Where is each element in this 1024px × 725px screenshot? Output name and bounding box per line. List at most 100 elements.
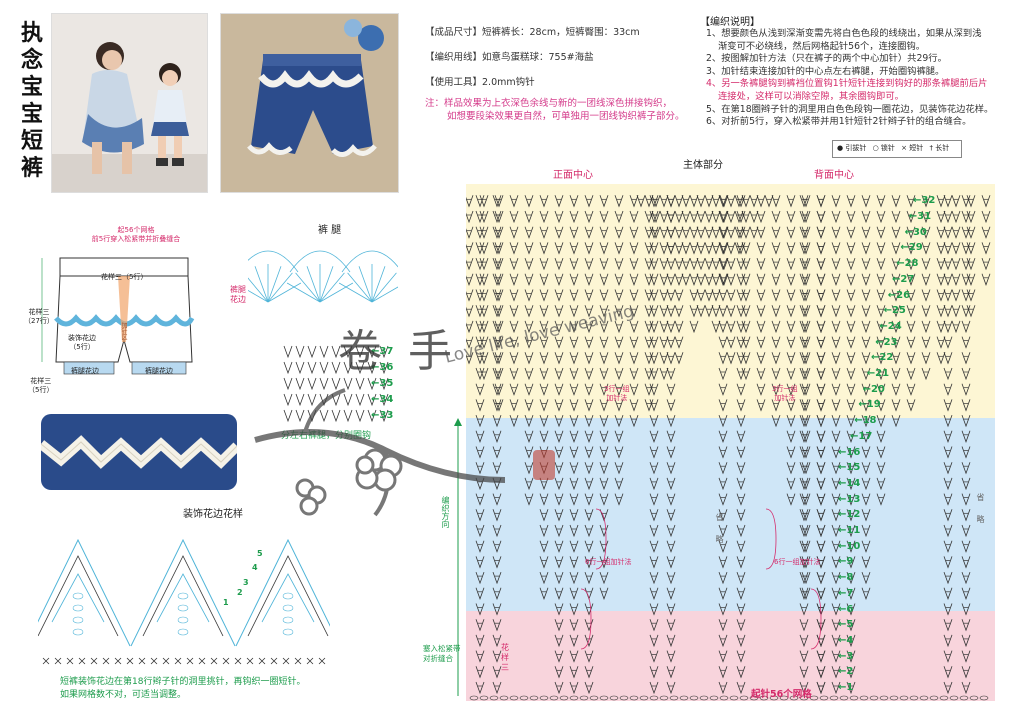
fan-stitch bbox=[831, 210, 841, 224]
fan-stitch bbox=[554, 509, 564, 522]
fan-stitch bbox=[771, 414, 781, 428]
dc-stitch bbox=[736, 681, 746, 695]
model-photo bbox=[51, 13, 208, 193]
fan-stitch bbox=[524, 399, 534, 412]
fan-stitch bbox=[711, 257, 721, 271]
fan-stitch bbox=[681, 257, 691, 271]
fan-stitch bbox=[891, 305, 901, 318]
fan-stitch bbox=[539, 305, 549, 318]
fan-stitch bbox=[539, 414, 549, 428]
dc-stitch bbox=[666, 367, 676, 381]
dc-stitch bbox=[718, 587, 728, 600]
note-line: 如想要段染效果更自然，可单独用一团线钩织裤子部分。 bbox=[447, 111, 685, 122]
fan-stitch bbox=[509, 257, 519, 271]
fan-stitch bbox=[696, 305, 706, 318]
fan-stitch bbox=[861, 383, 871, 396]
row-number: ←10 bbox=[838, 540, 861, 552]
fan-stitch bbox=[846, 367, 856, 381]
dc-icon: † bbox=[929, 144, 934, 152]
inc3-label-front: 3行一组 加针法 bbox=[604, 385, 629, 403]
fan-stitch bbox=[876, 336, 886, 349]
fan-stitch bbox=[599, 352, 609, 365]
dc-stitch bbox=[475, 650, 485, 663]
dc-stitch bbox=[475, 399, 485, 412]
fan-stitch bbox=[659, 289, 669, 302]
fan-stitch bbox=[479, 257, 489, 271]
fan-stitch bbox=[846, 320, 856, 334]
dc-stitch bbox=[718, 524, 728, 538]
fan-stitch bbox=[629, 367, 639, 381]
fan-stitch bbox=[711, 320, 721, 334]
fan-stitch bbox=[846, 509, 856, 522]
fan-stitch bbox=[569, 650, 579, 663]
fan-stitch bbox=[876, 430, 886, 443]
fan-stitch bbox=[584, 524, 594, 538]
fan-stitch bbox=[599, 273, 609, 286]
dc-stitch bbox=[816, 571, 826, 585]
dc-stitch bbox=[666, 414, 676, 428]
dc-stitch bbox=[943, 273, 953, 286]
dc-stitch bbox=[736, 430, 746, 443]
fan-stitch bbox=[861, 242, 871, 255]
fan-stitch bbox=[741, 289, 751, 302]
fan-stitch bbox=[816, 462, 826, 475]
fan-stitch bbox=[876, 242, 886, 255]
fan-stitch bbox=[876, 226, 886, 239]
fan-stitch bbox=[816, 336, 826, 349]
fan-stitch bbox=[569, 587, 579, 600]
fan-stitch bbox=[786, 383, 796, 396]
fan-stitch bbox=[861, 305, 871, 318]
title-char: 裤 bbox=[20, 155, 43, 181]
fan-stitch bbox=[846, 446, 856, 459]
fan-stitch bbox=[756, 210, 766, 224]
fan-stitch bbox=[644, 399, 654, 412]
leg-fan bbox=[286, 250, 354, 303]
fan-stitch bbox=[659, 352, 669, 365]
dc-stitch bbox=[961, 540, 971, 553]
row-number: ←17 bbox=[850, 430, 873, 442]
fan-stitch bbox=[524, 414, 534, 428]
fan-stitch bbox=[509, 367, 519, 381]
fan-stitch bbox=[801, 210, 811, 224]
fan-stitch bbox=[704, 242, 714, 255]
row-number: ←27 bbox=[892, 273, 915, 285]
fan-stitch bbox=[891, 399, 901, 412]
leg-stitch bbox=[307, 377, 317, 391]
omit-text: 省略 bbox=[715, 513, 724, 557]
dc-stitch bbox=[475, 257, 485, 271]
dc-stitch bbox=[736, 414, 746, 428]
knit-direction-text: 编织方向 bbox=[441, 496, 450, 528]
fan-stitch bbox=[741, 226, 751, 239]
fan-stitch bbox=[801, 352, 811, 365]
fan-stitch bbox=[921, 242, 931, 255]
dc-stitch bbox=[718, 414, 728, 428]
omit-label-1: 省略 bbox=[705, 513, 724, 569]
fan-stitch bbox=[569, 446, 579, 459]
fan-stitch bbox=[584, 305, 594, 318]
fan-stitch bbox=[921, 352, 931, 365]
fan-stitch bbox=[816, 242, 826, 255]
dc-stitch bbox=[961, 509, 971, 522]
fan-stitch bbox=[756, 242, 766, 255]
fan-stitch bbox=[524, 257, 534, 271]
fan-stitch bbox=[554, 257, 564, 271]
fan-stitch bbox=[554, 603, 564, 616]
fan-stitch bbox=[674, 352, 684, 365]
fan-stitch bbox=[756, 399, 766, 412]
symbol-legend: ● 引拔针 ○ 锁针 × 短针 † 长针 bbox=[832, 140, 962, 158]
dc-stitch bbox=[666, 540, 676, 553]
fan-stitch bbox=[704, 210, 714, 224]
fan-stitch bbox=[681, 195, 691, 208]
fan-stitch bbox=[629, 305, 639, 318]
fan-stitch bbox=[846, 666, 856, 679]
dc-stitch bbox=[736, 540, 746, 553]
dc-stitch bbox=[943, 603, 953, 616]
row-number: ←18 bbox=[854, 415, 877, 427]
fan-stitch bbox=[554, 619, 564, 632]
dc-stitch bbox=[943, 571, 953, 585]
note-line: 注：样品效果为上衣深色余线与新的一团线深色拼接钩织， bbox=[425, 98, 673, 109]
shorts-label: （5行） bbox=[28, 386, 54, 394]
leg-fan bbox=[338, 250, 398, 303]
fan-stitch bbox=[771, 242, 781, 255]
fan-stitch bbox=[756, 226, 766, 239]
